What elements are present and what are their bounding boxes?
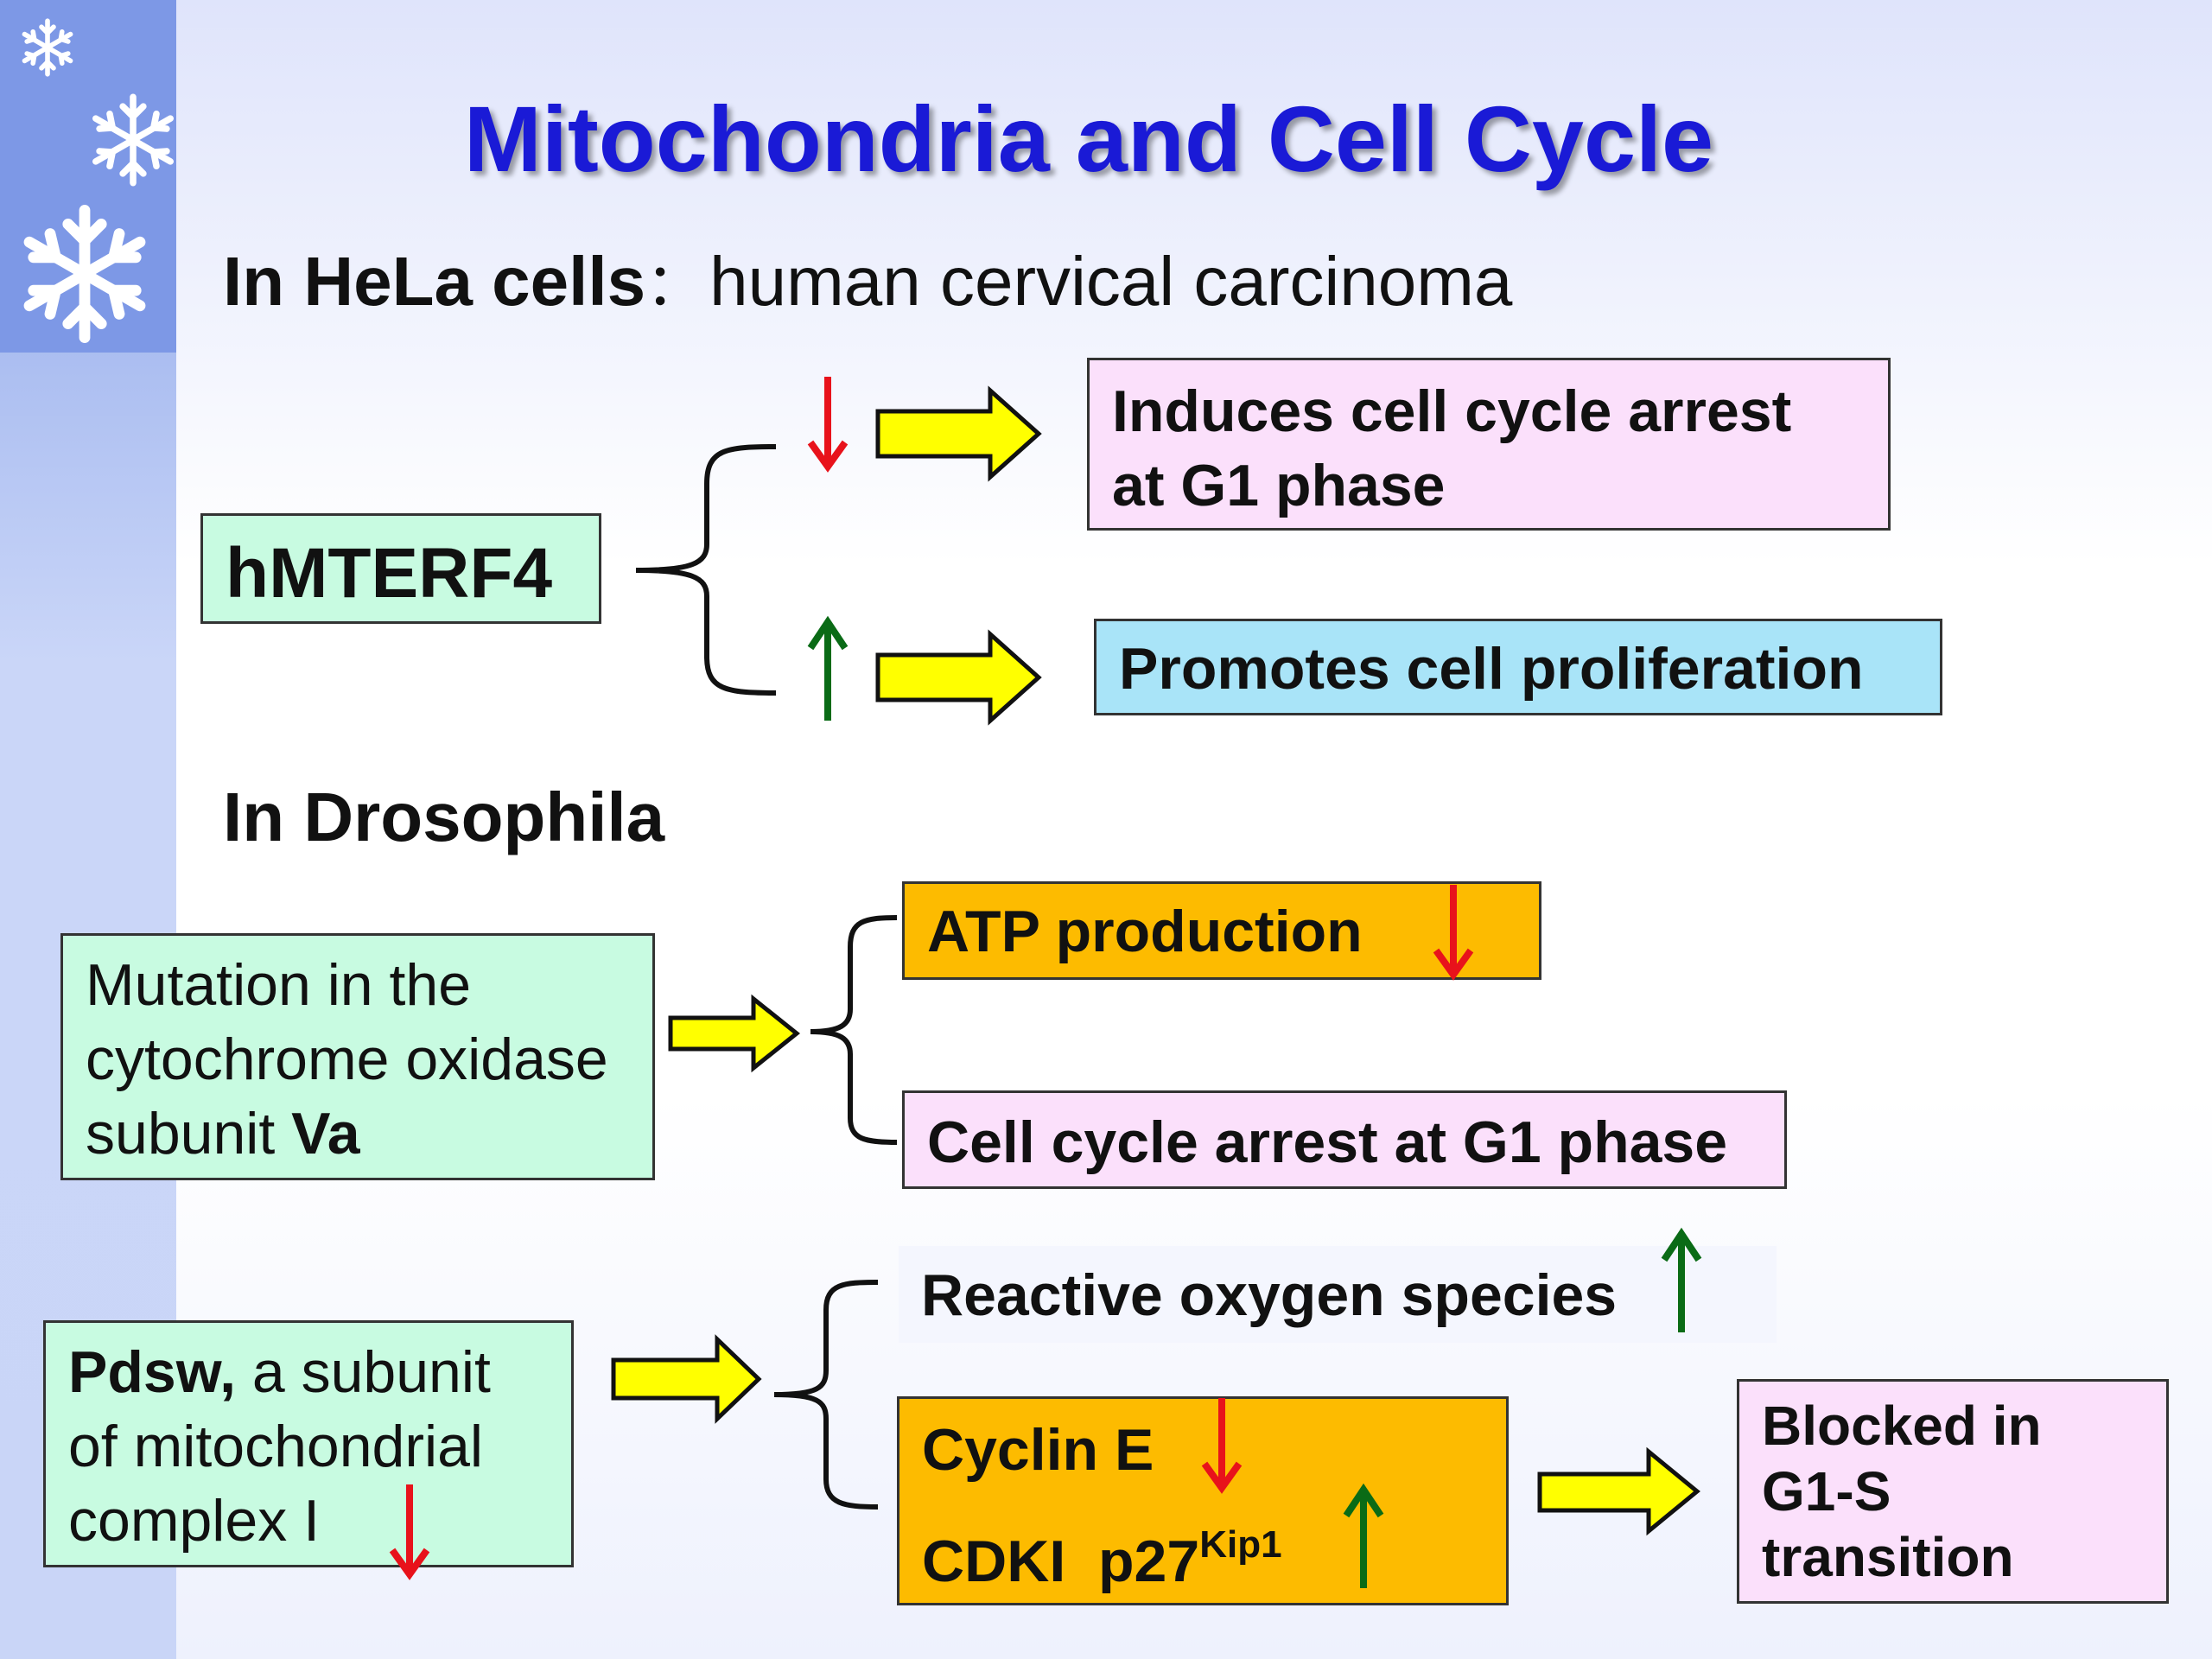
ros-label: Reactive oxygen species bbox=[921, 1262, 1618, 1328]
cyclin-label: Cyclin E bbox=[922, 1417, 1154, 1483]
arrest-line2: at G1 phase bbox=[1112, 453, 1446, 518]
pdsw-line1-rest: a subunit bbox=[235, 1339, 491, 1405]
up-arrow-icon bbox=[810, 622, 845, 721]
proliferation-label: Promotes cell proliferation bbox=[1119, 636, 1864, 702]
right-block-arrow-icon bbox=[668, 994, 801, 1073]
down-arrow-icon bbox=[392, 1484, 427, 1574]
pdsw-box: Pdsw, a subunit of mitochondrial complex… bbox=[43, 1320, 574, 1567]
down-arrow-icon bbox=[810, 377, 845, 467]
down-arrow-icon bbox=[1205, 1398, 1239, 1488]
mutation-line3-text: subunit bbox=[86, 1101, 292, 1166]
right-block-arrow-icon bbox=[611, 1334, 762, 1424]
cdki-label: CDKI p27Kip1 bbox=[922, 1523, 1282, 1595]
snowflake-icon bbox=[23, 204, 146, 343]
cyclin-box: Cyclin E CDKI p27Kip1 bbox=[897, 1396, 1509, 1605]
right-block-arrow-icon bbox=[875, 385, 1042, 482]
up-arrow-icon bbox=[1664, 1234, 1699, 1332]
up-arrow-icon bbox=[1346, 1490, 1381, 1588]
hela-description: human cervical carcinoma bbox=[709, 243, 1513, 320]
pdsw-line1: Pdsw, a subunit bbox=[68, 1338, 491, 1406]
g1-arrest-label: Cell cycle arrest at G1 phase bbox=[927, 1109, 1728, 1175]
cdki-superscript: Kip1 bbox=[1199, 1523, 1282, 1566]
down-arrow-icon bbox=[1436, 885, 1471, 975]
cdki-text: CDKI p27 bbox=[922, 1529, 1200, 1594]
pdsw-line2: of mitochondrial bbox=[68, 1414, 484, 1479]
mutation-box: Mutation in the cytochrome oxidase subun… bbox=[60, 933, 655, 1180]
slide-title: Mitochondria and Cell Cycle bbox=[463, 86, 1714, 191]
proliferation-box: Promotes cell proliferation bbox=[1094, 619, 1942, 715]
brace-icon bbox=[773, 1280, 879, 1510]
snowflake-icon bbox=[22, 18, 73, 77]
atp-box: ATP production bbox=[902, 881, 1541, 980]
blocked-line2: G1-S bbox=[1762, 1460, 1891, 1522]
hela-separator: ： bbox=[645, 252, 705, 318]
gene-label: hMTERF4 bbox=[226, 534, 553, 613]
mutation-line3: subunit Va bbox=[86, 1100, 360, 1167]
brace-icon bbox=[810, 915, 898, 1145]
hela-label: In HeLa cells bbox=[223, 243, 646, 320]
arrest-box: Induces cell cycle arrest at G1 phase bbox=[1087, 358, 1891, 531]
mutation-line3-bold: Va bbox=[291, 1101, 360, 1166]
blocked-line3: transition bbox=[1762, 1526, 2014, 1588]
right-block-arrow-icon bbox=[1537, 1446, 1700, 1536]
pdsw-name: Pdsw, bbox=[68, 1339, 236, 1405]
gene-box: hMTERF4 bbox=[200, 513, 601, 624]
ros-box bbox=[899, 1246, 1777, 1343]
snowflake-icon bbox=[92, 93, 174, 187]
blocked-box: Blocked in G1-S transition bbox=[1737, 1379, 2169, 1604]
blocked-line1: Blocked in bbox=[1762, 1395, 2042, 1457]
mutation-line1: Mutation in the bbox=[86, 952, 472, 1018]
drosophila-heading: In Drosophila bbox=[223, 779, 665, 855]
pdsw-line3: complex I bbox=[68, 1488, 320, 1554]
atp-label: ATP production bbox=[927, 899, 1363, 964]
g1-arrest-box: Cell cycle arrest at G1 phase bbox=[902, 1090, 1787, 1189]
brace-icon bbox=[635, 444, 777, 696]
arrest-line1: Induces cell cycle arrest bbox=[1112, 378, 1792, 444]
hela-heading: In HeLa cells：human cervical carcinoma bbox=[223, 237, 1512, 322]
mutation-line2: cytochrome oxidase bbox=[86, 1027, 608, 1092]
right-block-arrow-icon bbox=[875, 629, 1042, 726]
